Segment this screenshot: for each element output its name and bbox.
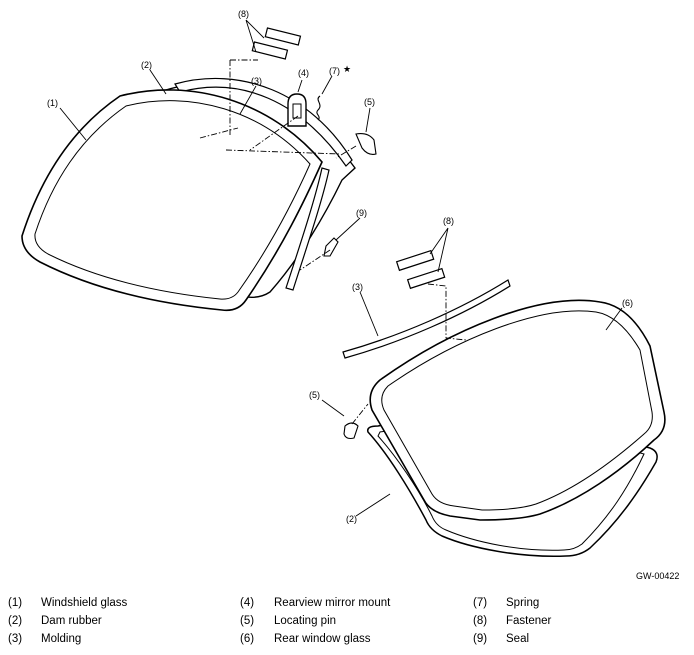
fastener-upper-2: [251, 41, 289, 60]
legend-num: (6): [240, 633, 255, 645]
rear-molding: [342, 279, 511, 359]
fastener-upper-1: [264, 27, 302, 46]
legend-num: (8): [473, 615, 488, 627]
legend-num: (4): [240, 597, 255, 609]
figure-code: GW-00422: [636, 571, 679, 581]
legend-num: (9): [473, 633, 488, 645]
legend-num: (2): [8, 615, 23, 627]
front-side-seal-strip: [285, 167, 330, 291]
legend-label: Rear window glass: [274, 633, 371, 645]
callout-5-rear: (5): [309, 390, 320, 400]
legend-label: Fastener: [506, 615, 552, 627]
callout-1: (1): [47, 98, 58, 108]
legend-item-8: (8) Fastener: [473, 614, 633, 628]
rear-window-glass: [369, 299, 666, 521]
legend-item-6: (6) Rear window glass: [240, 632, 470, 646]
callout-2-rear: (2): [346, 514, 357, 524]
rear-window-glass-inner: [381, 310, 653, 511]
callout-8-lower: (8): [443, 216, 454, 226]
callout-8-upper: (8): [238, 9, 249, 19]
seal: [323, 237, 339, 257]
rear-guide-lines: [351, 283, 467, 425]
legend-label: Windshield glass: [41, 597, 128, 609]
legend-label: Spring: [506, 597, 540, 609]
legend-num: (5): [240, 615, 255, 627]
callout-7: (7): [329, 66, 340, 76]
legend-num: (3): [8, 633, 23, 645]
fastener-lower-1: [395, 249, 435, 272]
front-guide-lines: [199, 59, 357, 271]
callout-3-rear: (3): [352, 282, 363, 292]
front-leader-lines: [59, 19, 371, 241]
legend-item-4: (4) Rearview mirror mount: [240, 596, 470, 610]
callout-5-front: (5): [364, 97, 375, 107]
windshield-glass: [21, 89, 323, 312]
rear-leader-lines: [321, 227, 623, 517]
locating-pin-front: [355, 133, 377, 155]
callout-9: (9): [356, 208, 367, 218]
spring: [316, 95, 321, 121]
legend-label: Dam rubber: [41, 615, 102, 627]
legend-item-2: (2) Dam rubber: [8, 614, 228, 628]
legend-item-3: (3) Molding: [8, 632, 228, 646]
legend-num: (1): [8, 597, 23, 609]
legend-item-9: (9) Seal: [473, 632, 633, 646]
star-mark: ★: [343, 64, 351, 74]
legend: (1) Windshield glass (2) Dam rubber (3) …: [0, 596, 694, 652]
legend-label: Molding: [41, 633, 82, 645]
callout-3-front: (3): [251, 76, 262, 86]
legend-item-5: (5) Locating pin: [240, 614, 470, 628]
locating-pin-rear: [343, 422, 359, 440]
rearview-mirror-mount-inner: [292, 103, 302, 119]
callout-4: (4): [298, 68, 309, 78]
callout-2-front: (2): [141, 60, 152, 70]
legend-item-1: (1) Windshield glass: [8, 596, 228, 610]
legend-label: Locating pin: [274, 615, 337, 627]
legend-item-7: (7) Spring: [473, 596, 633, 610]
windshield-glass-inner: [34, 100, 311, 300]
callout-6: (6): [622, 298, 633, 308]
legend-num: (7): [473, 597, 488, 609]
legend-label: Seal: [506, 633, 530, 645]
fastener-lower-2: [406, 267, 446, 290]
legend-label: Rearview mirror mount: [274, 597, 391, 609]
front-molding: [174, 77, 353, 167]
